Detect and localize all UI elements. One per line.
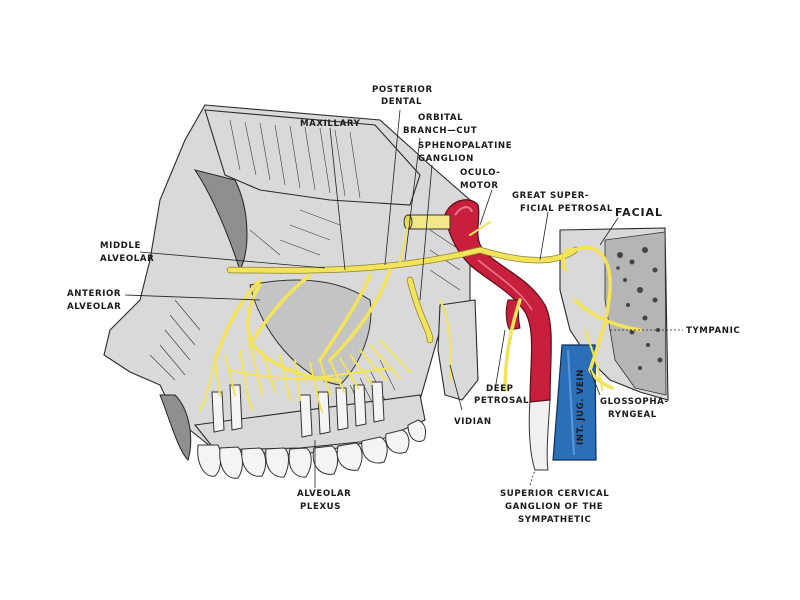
label-glossopharyngeal-2: RYNGEAL — [608, 410, 657, 420]
label-middle-alveolar-1: MIDDLE — [100, 241, 141, 251]
label-oculomotor-2: MOTOR — [460, 181, 499, 191]
label-anterior-alveolar-2: ALVEOLAR — [67, 302, 121, 312]
label-superior-cervical-3: SYMPATHETIC — [518, 515, 591, 525]
label-great-superficial-petrosal-2: FICIAL PETROSAL — [520, 204, 613, 214]
label-alveolar-plexus-2: PLEXUS — [300, 502, 341, 512]
label-posterior-dental-2: DENTAL — [381, 97, 422, 107]
sympathetic-cord — [528, 399, 551, 471]
label-alveolar-plexus-1: ALVEOLAR — [297, 489, 351, 499]
label-posterior-dental-1: POSTERIOR — [372, 85, 433, 95]
leader-lines — [124, 109, 683, 488]
label-great-superficial-petrosal-1: GREAT SUPER- — [512, 191, 589, 201]
label-oculomotor-1: OCULO- — [460, 168, 500, 178]
diagram-labels: POSTERIOR DENTAL MAXILLARY ORBITAL BRANC… — [67, 85, 740, 525]
label-superior-cervical-2: GANGLION OF THE — [505, 502, 603, 512]
upper-teeth — [193, 381, 427, 479]
pterygoid-process — [437, 299, 479, 401]
label-facial: FACIAL — [615, 206, 663, 219]
int-jug-vein-label: INT. JUG. VEIN — [576, 369, 586, 445]
internal-jugular-vein: INT. JUG. VEIN — [552, 344, 597, 461]
label-orbital-2: BRANCH—CUT — [403, 126, 477, 136]
label-tympanic: TYMPANIC — [686, 326, 740, 336]
label-glossopharyngeal-1: GLOSSOPHA- — [600, 397, 669, 407]
label-orbital-1: ORBITAL — [418, 113, 463, 123]
label-anterior-alveolar-1: ANTERIOR — [67, 289, 121, 299]
label-maxillary: MAXILLARY — [300, 119, 361, 129]
label-sphenopalatine-2: GANGLION — [418, 154, 474, 164]
label-superior-cervical-1: SUPERIOR CERVICAL — [500, 489, 609, 499]
maxilla-bone — [103, 104, 471, 461]
label-vidian: VIDIAN — [454, 417, 492, 427]
nerve-network — [199, 221, 642, 413]
petrous-bone — [559, 227, 669, 401]
label-sphenopalatine-1: SPHENOPALATINE — [418, 141, 512, 151]
label-deep-petrosal-1: DEEP — [486, 384, 514, 394]
label-deep-petrosal-2: PETROSAL — [474, 396, 529, 406]
label-middle-alveolar-2: ALVEOLAR — [100, 254, 154, 264]
